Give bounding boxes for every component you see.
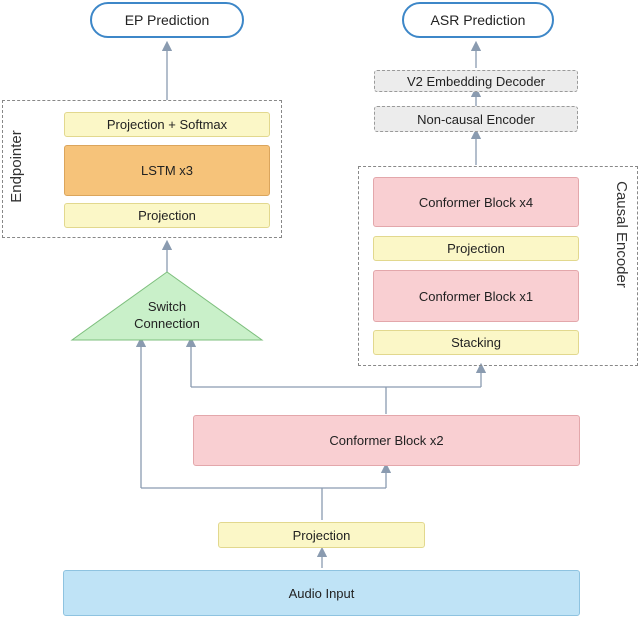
switch-label-line1: Switch <box>147 299 187 314</box>
conformer-block-x2: Conformer Block x2 <box>193 415 580 466</box>
non-causal-encoder: Non-causal Encoder <box>374 106 578 132</box>
causal-encoder-label: Causal Encoder <box>612 181 630 288</box>
causal-encoder-frame <box>358 166 638 366</box>
causal-projection: Projection <box>373 236 579 261</box>
conformer-block-x4: Conformer Block x4 <box>373 177 579 227</box>
switch-connection-shape <box>70 271 264 341</box>
endpointer-projection-softmax: Projection + Softmax <box>64 112 270 137</box>
conformer-block-x1: Conformer Block x1 <box>373 270 579 322</box>
endpointer-frame <box>2 100 282 238</box>
endpointer-projection: Projection <box>64 203 270 228</box>
switch-connection-label: Switch Connection <box>117 298 217 332</box>
stacking: Stacking <box>373 330 579 355</box>
ep-prediction: EP Prediction <box>90 2 244 38</box>
bottom-projection: Projection <box>218 522 425 548</box>
switch-label-line2: Connection <box>134 316 200 331</box>
v2-embedding-decoder: V2 Embedding Decoder <box>374 70 578 92</box>
asr-prediction: ASR Prediction <box>402 2 554 38</box>
endpointer-lstm: LSTM x3 <box>64 145 270 196</box>
audio-input: Audio Input <box>63 570 580 616</box>
endpointer-label: Endpointer <box>7 130 25 203</box>
